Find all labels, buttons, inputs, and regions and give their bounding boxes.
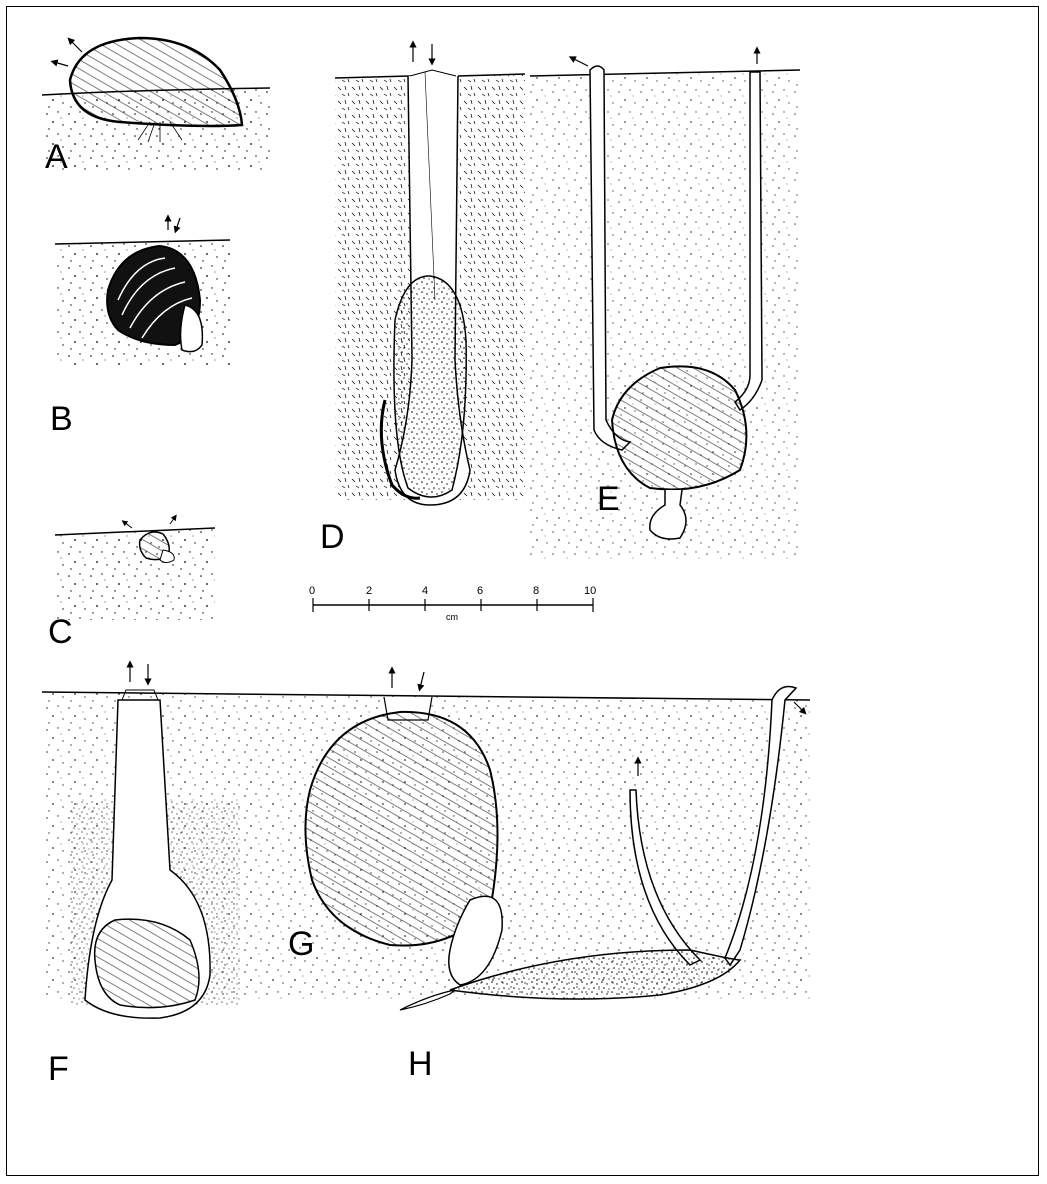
label-b: B <box>50 400 73 438</box>
panel-b <box>55 218 230 365</box>
label-c: C <box>48 613 73 651</box>
panel-a <box>42 38 270 170</box>
scale-tick-8: 8 <box>533 585 539 597</box>
label-d: D <box>320 518 345 556</box>
scale-bar: 0 2 4 6 8 10 cm <box>309 585 596 622</box>
scale-tick-6: 6 <box>477 585 483 597</box>
label-h: H <box>408 1045 433 1083</box>
scale-tick-0: 0 <box>309 585 315 597</box>
scale-tick-2: 2 <box>366 585 372 597</box>
scale-unit: cm <box>446 612 458 622</box>
scale-tick-4: 4 <box>422 585 428 597</box>
label-e: E <box>597 480 620 518</box>
panel-d <box>335 44 525 505</box>
scale-tick-10: 10 <box>584 585 596 597</box>
label-f: F <box>48 1050 69 1088</box>
panel-c <box>55 517 215 620</box>
panel-e <box>530 50 800 560</box>
label-a: A <box>45 138 68 176</box>
label-g: G <box>288 925 314 963</box>
